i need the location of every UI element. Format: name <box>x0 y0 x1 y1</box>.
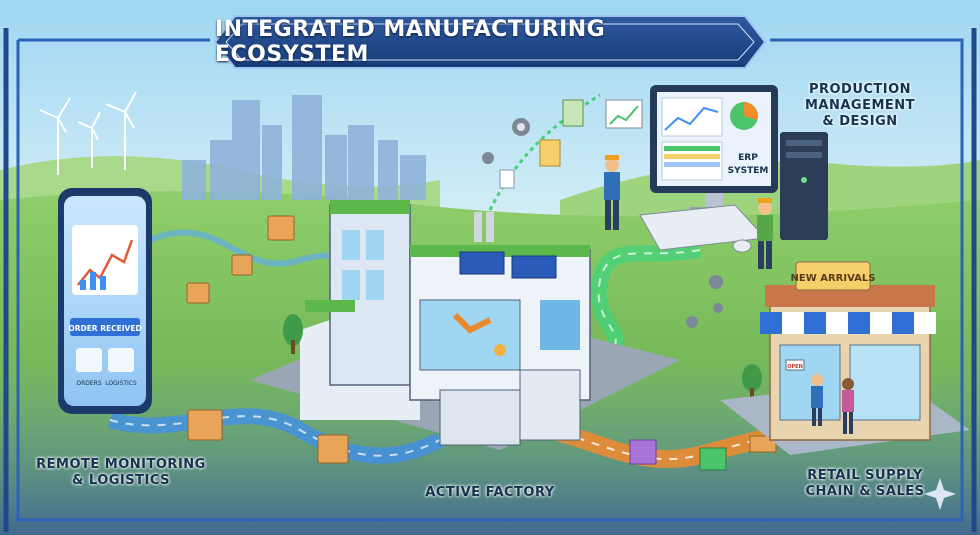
store-sign: NEW ARRIVALS <box>791 273 876 284</box>
title-banner: INTEGRATED MANUFACTURING ECOSYSTEM <box>215 14 765 70</box>
remote-label-line-1: REMOTE MONITORING <box>36 457 206 472</box>
orders-tab-label: ORDERS <box>76 380 101 387</box>
frame-border <box>3 28 977 532</box>
gear-icons <box>482 118 723 328</box>
retail-label-line-1: RETAIL SUPPLY <box>807 468 923 483</box>
production-label-line-3: & DESIGN <box>822 114 898 129</box>
erp-line-1: ERP <box>738 153 758 163</box>
factory-label-text: ACTIVE FACTORY <box>425 485 555 500</box>
factory-building <box>250 200 680 450</box>
smartphone <box>58 188 152 414</box>
remote-monitoring-label: REMOTE MONITORING & LOGISTICS <box>36 457 206 489</box>
workers <box>604 155 773 269</box>
retail-label-line-2: CHAIN & SALES <box>805 484 925 499</box>
production-label: PRODUCTION MANAGEMENT & DESIGN <box>795 82 925 130</box>
production-label-line-1: PRODUCTION <box>808 82 912 97</box>
sparkle-icon <box>924 478 956 510</box>
factory-label: ACTIVE FACTORY <box>420 485 560 501</box>
page-title: INTEGRATED MANUFACTURING ECOSYSTEM <box>215 17 606 67</box>
store-door-sign: OPEN <box>787 364 803 370</box>
green-data-flow <box>488 93 601 211</box>
retail-label: RETAIL SUPPLY CHAIN & SALES <box>800 468 930 500</box>
city-skyline <box>182 95 426 200</box>
store-awning <box>760 312 936 334</box>
shoppers <box>811 374 854 434</box>
erp-line-2: SYSTEM <box>728 166 769 176</box>
order-received-badge: ORDER RECEIVED <box>68 324 141 333</box>
production-label-line-2: MANAGEMENT <box>804 98 916 113</box>
wind-turbines <box>39 91 137 175</box>
document-icons <box>499 99 643 189</box>
title-banner-shape <box>213 15 767 69</box>
server-tower <box>780 132 828 240</box>
remote-label-line-2: & LOGISTICS <box>72 473 170 488</box>
logistics-tab-label: LOGISTICS <box>105 380 137 387</box>
erp-monitor <box>639 85 778 253</box>
